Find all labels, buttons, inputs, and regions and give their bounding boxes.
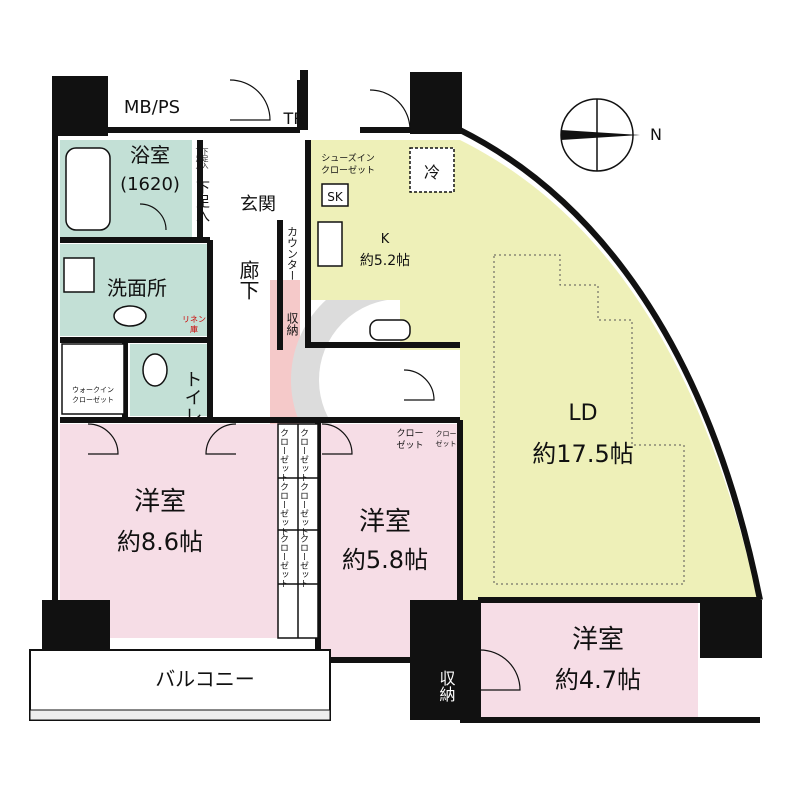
column-n (410, 72, 462, 134)
closet-label-6: クローゼット (298, 534, 309, 588)
closet-small2-2: ゼット (436, 439, 457, 448)
walkin-closet (61, 343, 125, 415)
fridge-space (409, 147, 455, 193)
wall-tr (300, 70, 308, 130)
closet-label-2: クローゼット (298, 428, 309, 482)
west1-size: 約8.6帖 (117, 528, 203, 556)
ld-size: 約17.5帖 (532, 440, 633, 468)
fridge-label: 冷 (424, 163, 440, 182)
bath-name: 浴室 (130, 143, 170, 167)
kitchen-size: 約5.2帖 (360, 253, 410, 269)
west1-name: 洋室 (134, 487, 186, 517)
shoe-storage-3: 下足入 (194, 180, 210, 222)
ld-name: LD (568, 401, 597, 426)
washbasin-icon (63, 257, 95, 293)
closet-strip (277, 423, 319, 639)
sk-label: SK (327, 190, 344, 204)
counter-label: カウンター (286, 226, 299, 281)
toilet-name: トイレ (182, 370, 203, 424)
closet-small2-1: クロー (436, 430, 457, 438)
closet-label-1: クローゼット (278, 428, 289, 482)
hallway-name: 廊下 (236, 260, 260, 300)
balcony-rail (29, 709, 331, 721)
door-swings (87, 79, 521, 691)
compass-n-label: N (650, 125, 662, 144)
west3-name: 洋室 (572, 625, 624, 655)
sk-box (321, 183, 349, 207)
balcony-label: バルコニー (155, 667, 255, 691)
column-nw (52, 76, 108, 136)
closet-label-3: クローゼット (278, 482, 289, 536)
ld-kitchen-area (308, 140, 758, 600)
counter2-label: カウンター (703, 664, 714, 709)
linen-line2: 庫 (190, 324, 198, 334)
shoe-in-line2: クローゼット (321, 164, 375, 176)
column-s (410, 600, 478, 720)
shoe-storage-2: 下足入 (201, 148, 209, 169)
ps-label: PS (730, 681, 750, 700)
compass-arrow-icon (561, 130, 640, 140)
storage-label: 収納 (285, 312, 299, 336)
shoe-in-line1: シューズイン (321, 152, 375, 164)
west3-size: 約4.7帖 (555, 666, 641, 694)
ld-carpet-outline (493, 254, 685, 585)
toilet-icon (142, 353, 168, 387)
column-se (700, 600, 762, 658)
bathtub-icon (65, 147, 111, 231)
west2-name: 洋室 (359, 507, 411, 537)
mbps-label: MB/PS (124, 97, 180, 118)
bath-size: (1620) (120, 174, 180, 195)
sink-icon (113, 305, 147, 327)
closet-small-1: クロー (396, 428, 423, 439)
washroom-name: 洗面所 (107, 276, 167, 300)
entrance-name: 玄関 (240, 194, 276, 215)
closet-label-5: クローゼット (278, 534, 289, 588)
closet-label-4: クローゼット (298, 482, 309, 536)
compass (560, 98, 640, 172)
closet-small-2: ゼット (396, 439, 423, 451)
tr-label: TR (283, 109, 305, 128)
balcony-frame (29, 649, 331, 721)
west3-area (478, 600, 698, 720)
kitchen-name: K (381, 232, 390, 247)
linen-line1: リネン (182, 315, 206, 324)
storage2-label: 収納 (437, 670, 456, 703)
walkin-line1: ウォークイン (72, 386, 114, 394)
toilet-area (130, 344, 208, 416)
west2-size: 約5.8帖 (342, 546, 428, 574)
kitchen-sink-icon (369, 319, 411, 341)
shoe-storage-1: 下足入 (195, 148, 203, 169)
stove-icon (317, 221, 343, 267)
walkin-line2: クローゼット (72, 395, 114, 404)
